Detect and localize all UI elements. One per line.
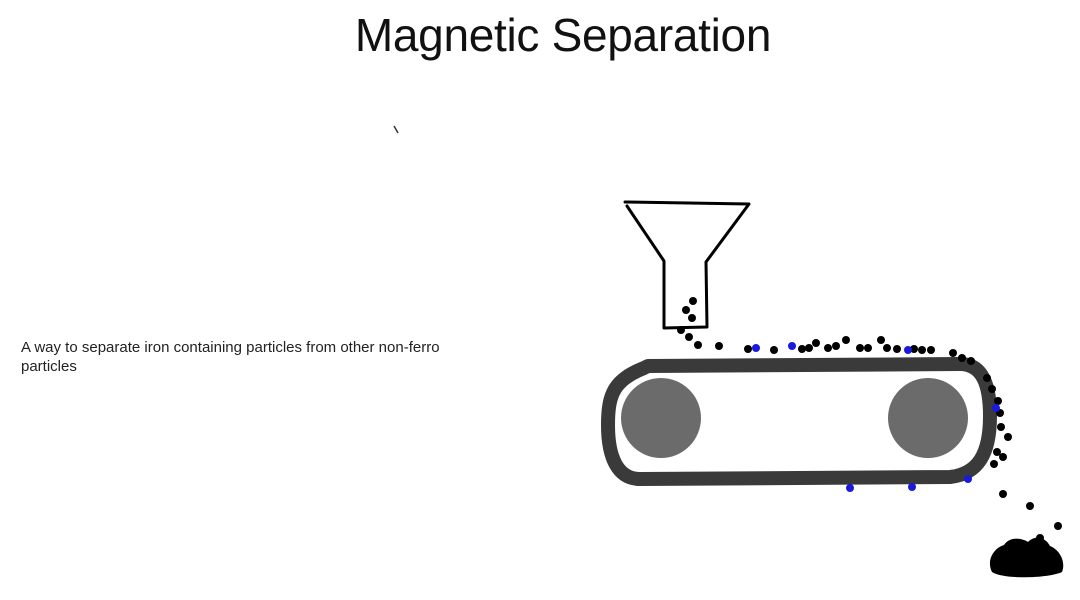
iron-particle <box>744 345 752 353</box>
nonferro-particle <box>904 346 912 354</box>
nonferro-particle <box>964 475 972 483</box>
right-pulley <box>888 378 968 458</box>
iron-particle <box>927 346 935 354</box>
hopper-funnel <box>623 200 751 330</box>
nonferro-particle <box>908 483 916 491</box>
iron-particle <box>958 354 966 362</box>
iron-particle <box>910 345 918 353</box>
left-pulley <box>621 378 701 458</box>
iron-particle <box>688 314 696 322</box>
iron-particle <box>685 333 693 341</box>
iron-particle <box>883 344 891 352</box>
iron-particle <box>864 344 872 352</box>
iron-particle <box>1054 522 1062 530</box>
iron-particle <box>842 336 850 344</box>
iron-particle <box>805 344 813 352</box>
slide-title: Magnetic Separation <box>354 9 772 61</box>
iron-particle <box>983 374 991 382</box>
cursor-mark <box>393 125 399 134</box>
iron-particle <box>694 341 702 349</box>
particle-pile <box>989 537 1064 578</box>
iron-particles <box>677 297 1062 542</box>
nonferro-particle <box>992 404 1000 412</box>
iron-particle <box>999 490 1007 498</box>
iron-particle <box>893 345 901 353</box>
iron-particle <box>798 345 806 353</box>
iron-particle <box>918 346 926 354</box>
iron-particle <box>999 453 1007 461</box>
iron-particle <box>988 385 996 393</box>
iron-particle <box>1026 502 1034 510</box>
iron-particle <box>682 306 690 314</box>
nonferro-particle <box>846 484 854 492</box>
iron-particle <box>677 326 685 334</box>
description-text: A way to separate iron containing partic… <box>21 339 440 375</box>
iron-particle <box>949 349 957 357</box>
nonferro-particle <box>752 344 760 352</box>
iron-particle <box>856 344 864 352</box>
iron-particle <box>832 342 840 350</box>
iron-particle <box>770 346 778 354</box>
iron-particle <box>993 448 1001 456</box>
iron-particle <box>967 357 975 365</box>
nonferro-particle <box>788 342 796 350</box>
iron-particle <box>997 423 1005 431</box>
iron-particle <box>990 460 998 468</box>
iron-particle <box>689 297 697 305</box>
iron-particle <box>715 342 723 350</box>
iron-particle <box>994 397 1002 405</box>
nonferro-particles <box>752 342 1000 492</box>
iron-particle <box>1004 433 1012 441</box>
conveyor-belt <box>601 357 997 486</box>
iron-particle <box>877 336 885 344</box>
iron-particle <box>812 339 820 347</box>
iron-particle <box>1036 534 1044 542</box>
iron-particle <box>824 344 832 352</box>
